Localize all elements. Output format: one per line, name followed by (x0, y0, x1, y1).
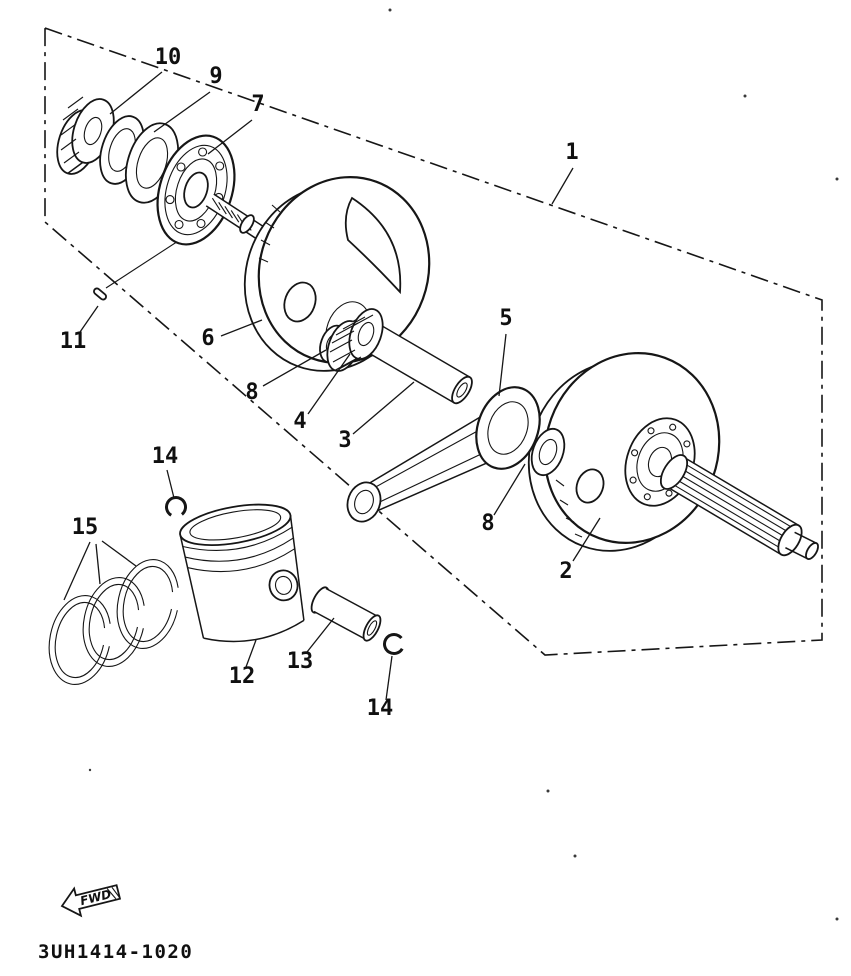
callout-5: 5 (499, 306, 512, 331)
callout-2: 2 (559, 559, 572, 584)
part-crank-pin-3 (358, 320, 473, 405)
part-piston-12 (179, 503, 305, 643)
callout-8-left: 8 (245, 380, 258, 405)
leader-14-lower (385, 655, 393, 701)
leader-11 (79, 305, 99, 333)
part-left-shaft-stub (205, 193, 267, 241)
callout-13: 13 (287, 649, 314, 674)
leader-4 (307, 353, 351, 415)
part-piston-rings-15 (48, 558, 180, 686)
part-crank-web-right-2 (527, 352, 819, 560)
part-key-11 (93, 287, 107, 301)
fwd-arrow: FWD (60, 884, 122, 918)
callout-leaders (63, 71, 601, 701)
part-connecting-rod-5 (346, 386, 541, 523)
callout-labels: 10 9 7 1 11 6 8 4 3 5 8 2 14 15 12 13 14 (60, 45, 579, 721)
leader-3 (352, 381, 415, 435)
part-ball-bearing-7 (156, 134, 236, 246)
callout-14-lower: 14 (367, 696, 394, 721)
callout-1: 1 (565, 140, 578, 165)
callout-8-right: 8 (481, 511, 494, 536)
callout-7: 7 (251, 92, 264, 117)
leader-8-right (493, 463, 526, 516)
callout-9: 9 (209, 64, 222, 89)
callout-3: 3 (338, 428, 351, 453)
leader-9 (153, 91, 211, 133)
leader-1 (551, 167, 574, 205)
callout-6: 6 (201, 326, 214, 351)
part-washer-8-right (530, 427, 566, 477)
leader-15-c (101, 540, 137, 567)
part-circlip-14-upper (165, 496, 187, 518)
callout-12: 12 (229, 664, 256, 689)
leader-6 (220, 319, 263, 337)
leader-15-b (95, 543, 101, 585)
print-specks (88, 8, 839, 921)
leader-8-left (262, 349, 327, 387)
assembly-boundary-line (44, 26, 823, 656)
callout-4: 4 (293, 409, 306, 434)
leader-7 (207, 119, 253, 155)
leader-2 (572, 517, 601, 562)
part-number: 3UH1414-1020 (38, 941, 193, 963)
part-piston-pin-13 (310, 586, 382, 642)
leader-14-upper (166, 469, 175, 499)
part-circlip-14-lower (383, 633, 405, 655)
callout-11: 11 (60, 329, 87, 354)
callout-14-upper: 14 (152, 444, 179, 469)
part-needle-bearing-4 (326, 308, 384, 372)
callout-15: 15 (72, 515, 99, 540)
leader-15-a (63, 541, 91, 601)
callout-10: 10 (155, 45, 182, 70)
leader-5 (498, 333, 507, 397)
leader-12 (245, 639, 257, 668)
leader-10 (109, 71, 163, 115)
leader-13 (306, 617, 335, 653)
